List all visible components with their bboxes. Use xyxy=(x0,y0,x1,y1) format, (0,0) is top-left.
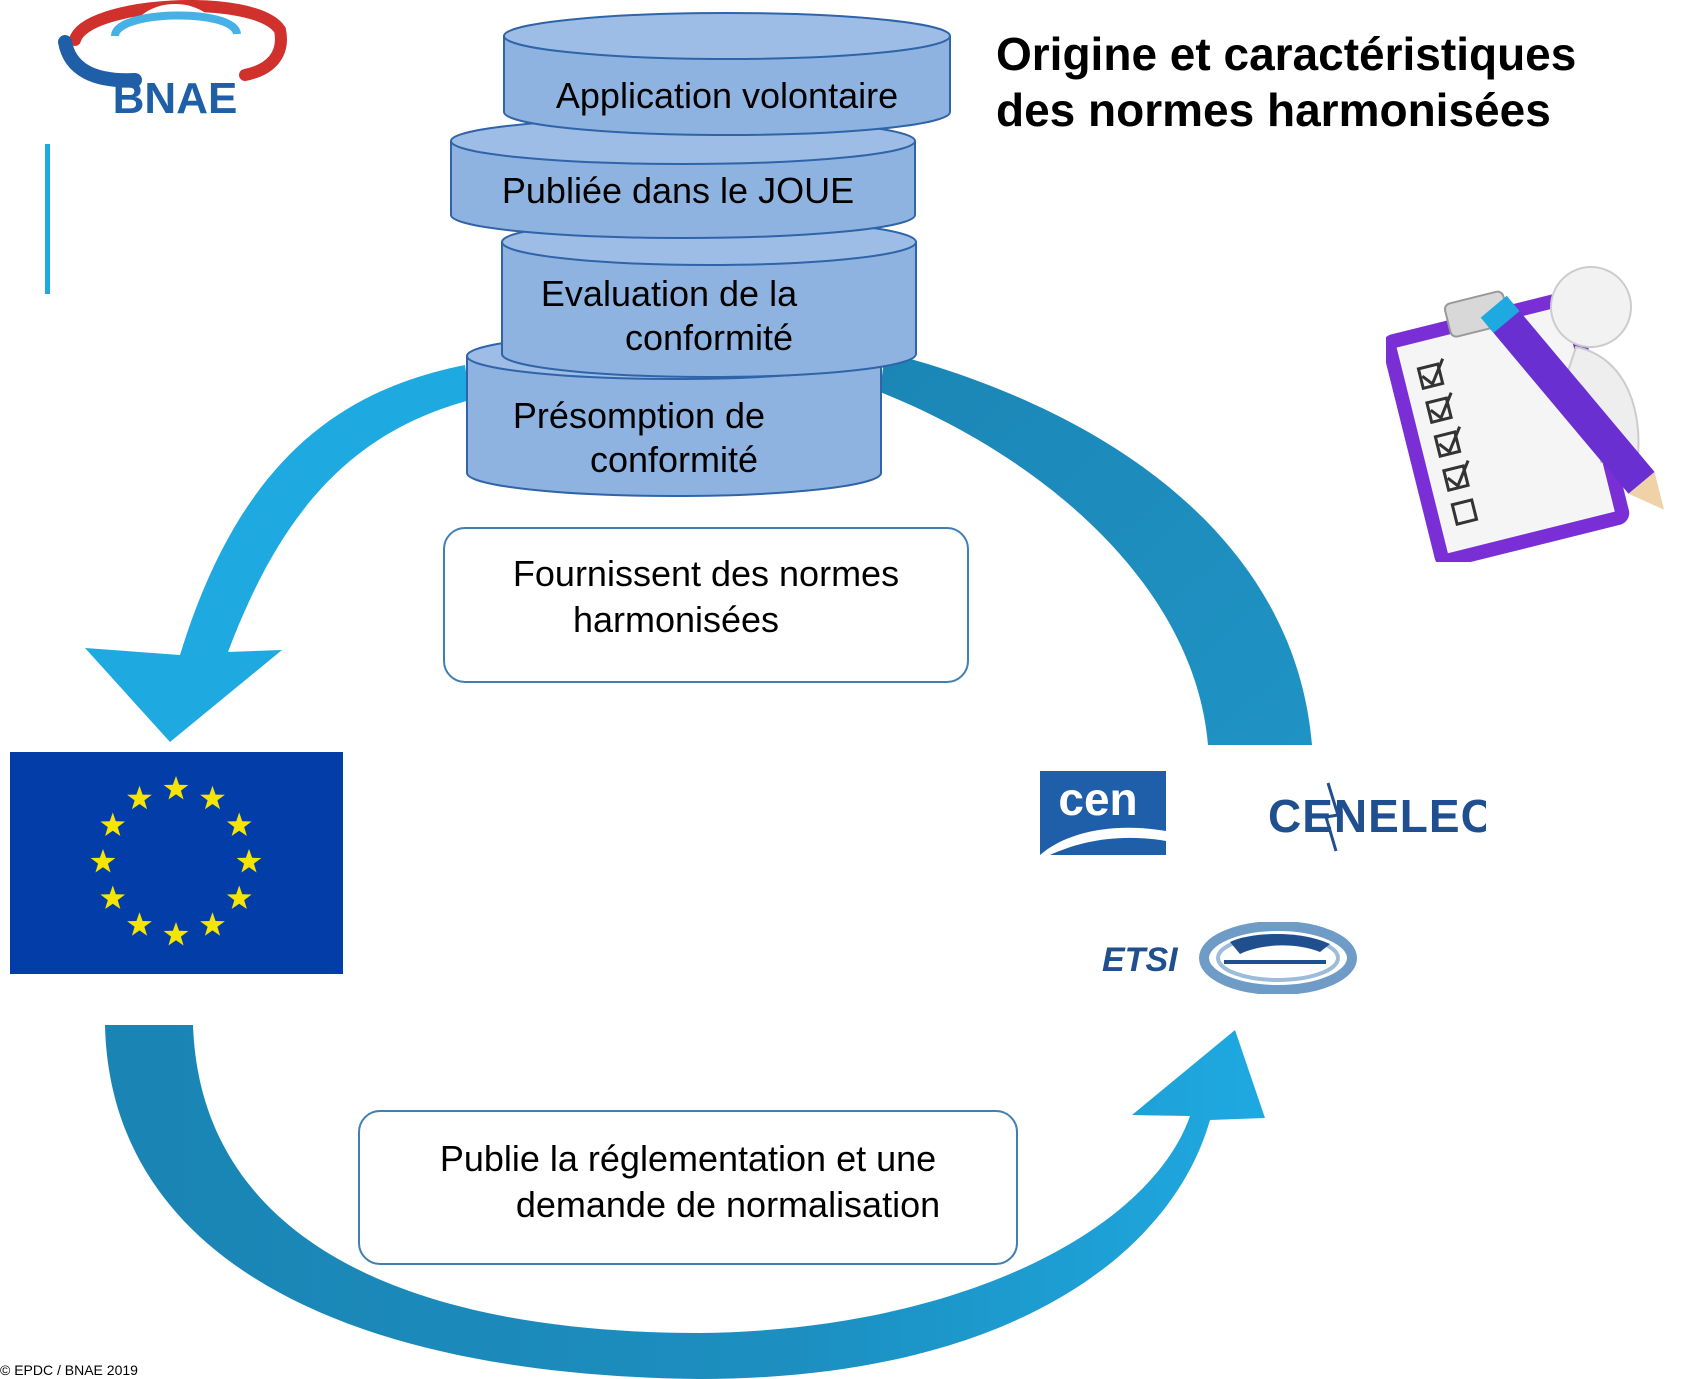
bnae-logo: BNAE xyxy=(55,0,295,123)
box-fournissent-line-2: harmonisées xyxy=(572,599,780,640)
title-line-2: des normes harmonisées xyxy=(996,84,1551,136)
cylinder-presomption-line-1: Présomption de xyxy=(512,395,766,436)
eu-star-icon xyxy=(163,776,189,800)
eu-star-icon xyxy=(127,785,152,810)
etsi-logo: ETSI xyxy=(1100,921,1360,995)
box-fournissent-line-1: Fournissent des normes xyxy=(512,553,900,594)
eu-star-icon xyxy=(100,812,126,836)
cen-logo: cen xyxy=(1040,771,1166,855)
arrow-bottom xyxy=(105,1025,1265,1379)
cen-logo-text: cen xyxy=(1058,773,1137,825)
eu-star-icon xyxy=(200,785,225,810)
footer-copyright: © EPDC / BNAE 2019 xyxy=(0,1362,138,1378)
arrow-top-right xyxy=(880,352,1312,745)
eu-star-icon xyxy=(226,885,252,909)
logo-divider xyxy=(45,144,50,294)
box-publie: Publie la réglementation et une demande … xyxy=(358,1110,1018,1265)
cylinder-evaluation-line-1: Evaluation de la xyxy=(540,273,798,314)
page-title: Origine et caractéristiques des normes h… xyxy=(996,26,1576,138)
eu-star-icon xyxy=(226,812,252,836)
cenelec-logo: CENELEC xyxy=(1266,775,1494,855)
bnae-logo-text: BNAE xyxy=(113,74,238,120)
eu-star-icon xyxy=(90,849,116,873)
cylinder-application-label: Application volontaire xyxy=(555,75,899,116)
eu-star-icon xyxy=(100,885,126,909)
eu-star-icon xyxy=(236,849,262,873)
box-publie-line-1: Publie la réglementation et une xyxy=(439,1138,937,1179)
box-fournissent: Fournissent des normes harmonisées xyxy=(443,527,969,683)
cylinder-presomption: Présomption de conformité xyxy=(466,332,882,497)
eu-flag-icon xyxy=(10,752,343,974)
etsi-logo-text: ETSI xyxy=(1102,941,1179,979)
title-line-1: Origine et caractéristiques xyxy=(996,28,1577,80)
cylinder-evaluation-line-2: conformité xyxy=(624,317,794,358)
box-publie-line-2: demande de normalisation xyxy=(515,1184,941,1225)
cylinder-publiee-label: Publiée dans le JOUE xyxy=(501,170,855,211)
eu-star-icon xyxy=(127,912,152,936)
arrow-top-left xyxy=(85,365,470,742)
eu-star-icon xyxy=(163,922,189,946)
eu-star-icon xyxy=(200,912,225,936)
cenelec-logo-text: CENELEC xyxy=(1268,790,1486,842)
cylinder-presomption-line-2: conformité xyxy=(589,439,759,480)
cylinder-evaluation: Evaluation de la conformité xyxy=(501,218,917,378)
cylinder-application: Application volontaire xyxy=(503,12,951,136)
checklist-pencil-icon xyxy=(1382,262,1706,568)
